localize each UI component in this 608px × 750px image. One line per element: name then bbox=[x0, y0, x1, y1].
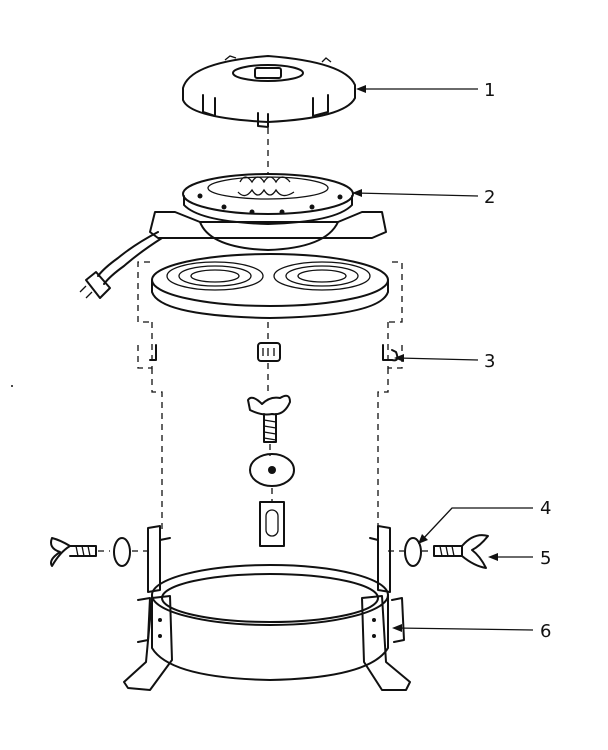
callout-labels: 1 2 3 4 5 6 bbox=[484, 80, 551, 642]
right-wing-bolt bbox=[422, 534, 489, 569]
left-wing-bolt bbox=[50, 537, 110, 567]
callout-number: 4 bbox=[540, 498, 551, 519]
callout-number: 5 bbox=[540, 548, 551, 569]
callout-leaders bbox=[352, 85, 534, 632]
callout-number: 2 bbox=[484, 187, 495, 208]
callout-number: 3 bbox=[484, 351, 495, 372]
center-washer bbox=[249, 453, 295, 502]
callout-number: 6 bbox=[540, 621, 551, 642]
left-washer bbox=[113, 537, 150, 567]
top-cover-part bbox=[182, 55, 356, 128]
print-speck bbox=[11, 385, 13, 387]
base-stand bbox=[123, 525, 411, 691]
clip-part bbox=[149, 322, 399, 392]
right-washer bbox=[388, 537, 422, 567]
heating-element-assembly bbox=[79, 173, 389, 319]
center-bracket bbox=[259, 501, 285, 547]
housing-outline bbox=[137, 261, 403, 532]
center-wing-nut bbox=[247, 394, 291, 456]
callout-number: 1 bbox=[484, 80, 495, 101]
